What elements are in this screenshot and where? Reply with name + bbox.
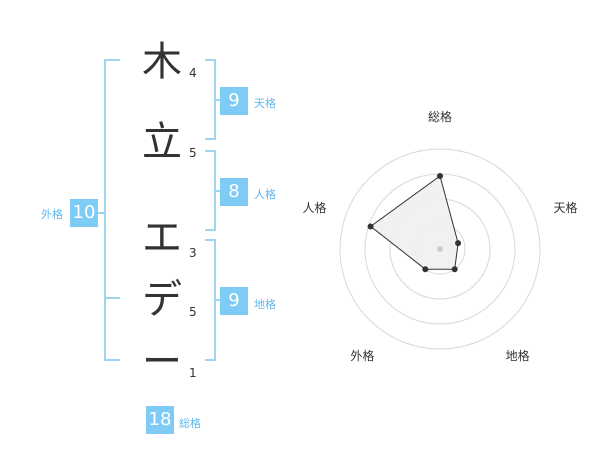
radar-points [367,173,462,273]
soukaku-value: 18 [146,406,174,434]
chikaku-value: 9 [220,287,248,315]
radar-axis-label: 人格 [302,200,326,215]
tenkaku-value: 9 [220,87,248,115]
radar-point [367,223,374,230]
radar-polygon [369,175,459,270]
char-3: エ [142,215,182,261]
radar-point [437,173,443,179]
stroke-count-4: 5 [189,305,197,319]
stroke-count-5: 1 [189,366,197,380]
radar-point [422,266,429,273]
radar-axis-label: 天格 [554,200,578,215]
char-2: 立 [142,119,182,165]
jinkaku-label: 人格 [254,188,276,201]
gaikaku-bracket [104,59,120,361]
radar-ring [339,148,541,350]
stroke-count-3: 3 [189,246,197,260]
radar-axis-label: 外格 [350,348,374,363]
char-5: ー [142,339,182,385]
radar-axis-label: 地格 [506,348,530,363]
tenkaku-label: 天格 [254,97,276,110]
radar-axis-label: 総格 [428,109,452,124]
radar-center [437,246,443,252]
char-1: 木 [142,39,182,85]
jinkaku-value: 8 [220,178,248,206]
soukaku-label: 総格 [179,417,201,430]
stroke-count-2: 5 [189,146,197,160]
chikaku-label: 地格 [254,298,276,311]
radar-point [451,266,458,273]
radar-point [455,240,462,247]
gaikaku-label: 外格 [41,208,63,221]
gaikaku-value: 10 [70,199,98,227]
char-4: デ [142,277,182,323]
stroke-count-1: 4 [189,66,197,80]
